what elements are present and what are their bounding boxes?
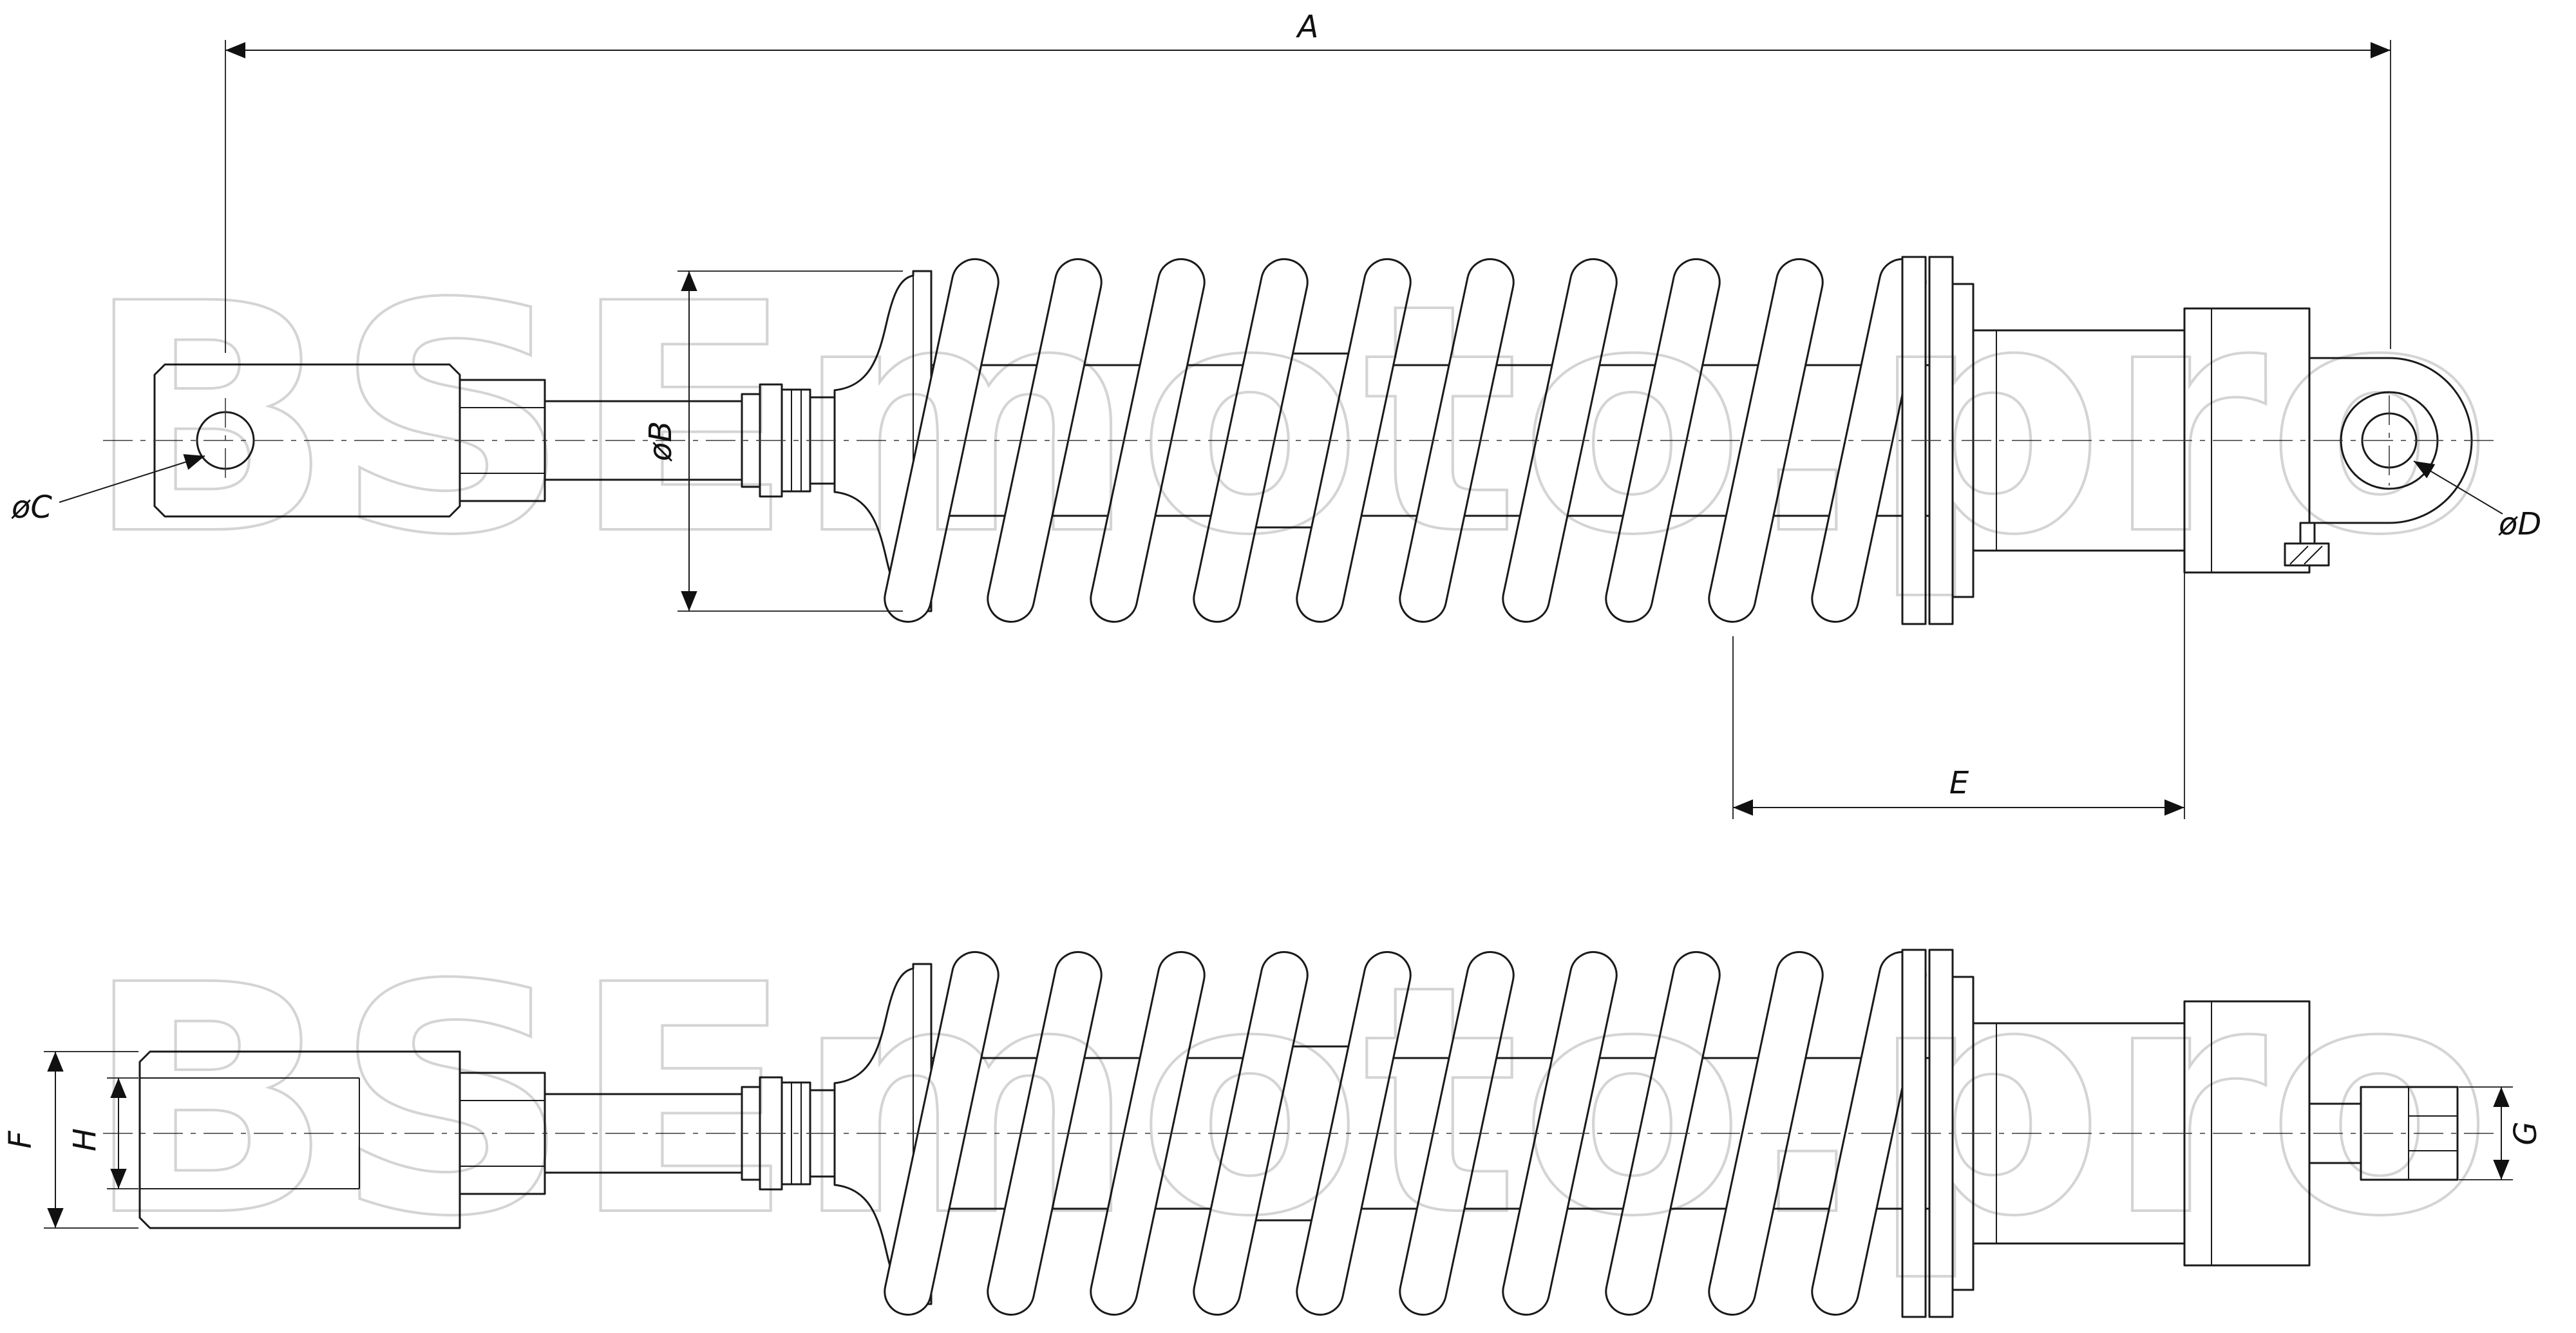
grease-fitting — [2284, 522, 2330, 567]
dim-label-f: F — [3, 1130, 39, 1149]
dimension-a: A — [225, 9, 2391, 353]
dimension-h: H — [67, 1077, 138, 1189]
dimension-e: E — [1732, 558, 2185, 819]
dimension-f: F — [3, 1051, 138, 1229]
watermark: BSEmoto.pro BSEmoto.pro — [82, 235, 2494, 1287]
dimension-c: øC — [11, 454, 205, 525]
dim-label-g: G — [2508, 1121, 2544, 1145]
dim-label-d: øD — [2498, 506, 2541, 542]
dimension-g: G — [2459, 1086, 2544, 1180]
dim-label-a: A — [1296, 9, 1319, 45]
bottom-view — [103, 948, 2499, 1319]
dimension-b: øB — [643, 270, 903, 612]
watermark-text-bottom: BSEmoto.pro — [84, 918, 2492, 1285]
top-view — [103, 255, 2499, 626]
dimension-d: øD — [2413, 460, 2541, 542]
dim-label-c: øC — [11, 489, 52, 525]
dimensions: A øB øC øD E — [3, 9, 2544, 1229]
dim-label-b: øB — [643, 421, 679, 462]
dim-label-e: E — [1949, 765, 1969, 801]
dim-label-h: H — [67, 1128, 103, 1151]
watermark-text-top: BSEmoto.pro — [84, 236, 2492, 604]
